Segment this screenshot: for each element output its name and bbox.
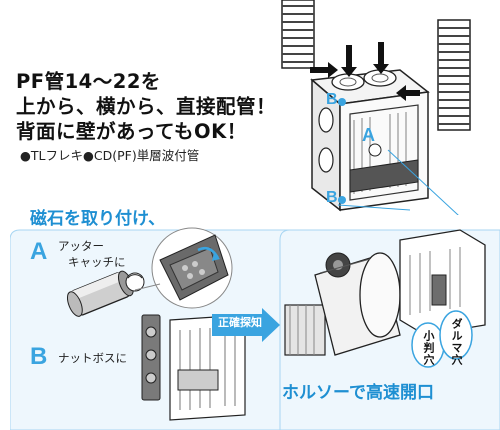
hole-saw-title: ホルソーで高速開口 <box>282 383 434 403</box>
magnet-panel <box>10 227 301 430</box>
nut-boss-caption: ナットボスに <box>58 351 127 365</box>
corrugated-pipe-right <box>437 19 471 131</box>
hole-saw <box>284 252 401 356</box>
insertion-arrows <box>310 42 420 101</box>
small-hole-label: 小判穴 <box>422 330 435 366</box>
marker-dot-bottom <box>338 196 346 204</box>
headline-line-2: 上から、横から、直接配管！ <box>16 95 277 118</box>
catch-zoom-view <box>151 227 233 309</box>
label-b-magnet: B <box>30 343 48 370</box>
mini-box-frame <box>169 314 246 421</box>
headline-line-1: PF管14〜22を <box>16 70 161 93</box>
label-a-magnet: A <box>30 238 48 265</box>
corrugated-pipe-left <box>281 0 315 69</box>
hole-type-circles <box>411 310 473 368</box>
magnet-title: 磁石を取り付け、 <box>30 209 166 229</box>
accurate-detection-label: 正確探知 <box>218 316 262 329</box>
catch-caption-line-2: キャッチに <box>68 255 126 269</box>
junction-box-illustration <box>281 0 471 215</box>
headline-line-3: 背面に壁があってもOK！ <box>16 120 247 143</box>
accurate-detection-arrow <box>212 308 280 342</box>
target-box <box>399 229 486 336</box>
nut-boss-strip <box>141 314 161 401</box>
magnet-clip-icon <box>125 272 145 292</box>
compatible-pipes-note: ●TLフレキ●CD(PF)単層波付管 <box>20 148 200 163</box>
label-b-top: B <box>326 91 338 108</box>
hole-saw-panel <box>279 229 500 430</box>
label-a-box: A <box>362 125 375 145</box>
marker-dot-top <box>338 98 346 106</box>
label-b-bottom: B <box>326 189 338 206</box>
double-hole-label: ダルマ穴 <box>450 318 463 366</box>
junction-box <box>310 69 430 212</box>
catch-caption-line-1: アッター <box>58 239 104 253</box>
